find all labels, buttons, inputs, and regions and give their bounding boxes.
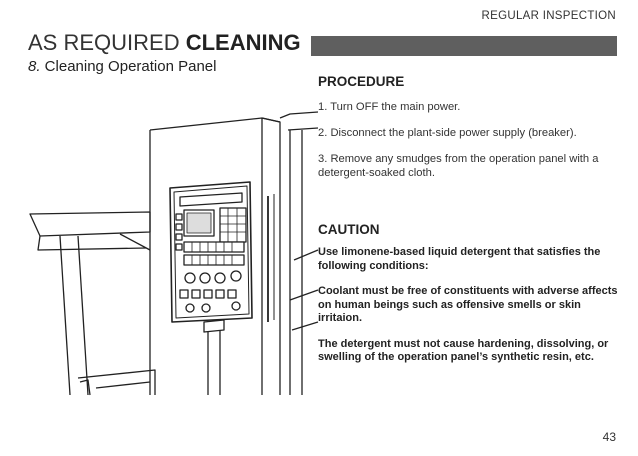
section-header: REGULAR INSPECTION [481,10,616,22]
caution-paragraph: The detergent must not cause hardening, … [318,337,609,364]
page-number: 43 [602,430,616,444]
procedure-heading: PROCEDURE [318,74,405,89]
page-title: AS REQUIRED CLEANING [28,30,301,55]
caution-heading: CAUTION [318,222,380,237]
procedure-step: 2. Disconnect the plant-side power suppl… [318,127,577,139]
caution-paragraph: Use limonene-based liquid detergent that… [318,246,601,272]
caution-paragraph: Coolant must be free of constituents wit… [318,285,618,324]
page-subtitle: 8. Cleaning Operation Panel [28,58,217,75]
procedure-step: 1. Turn OFF the main power. [318,101,461,113]
title-bar [311,36,617,56]
procedure-section: PROCEDURE 1. Turn OFF the main power. 2.… [318,74,618,365]
procedure-step: 3. Remove any smudges from the operation… [318,153,599,179]
